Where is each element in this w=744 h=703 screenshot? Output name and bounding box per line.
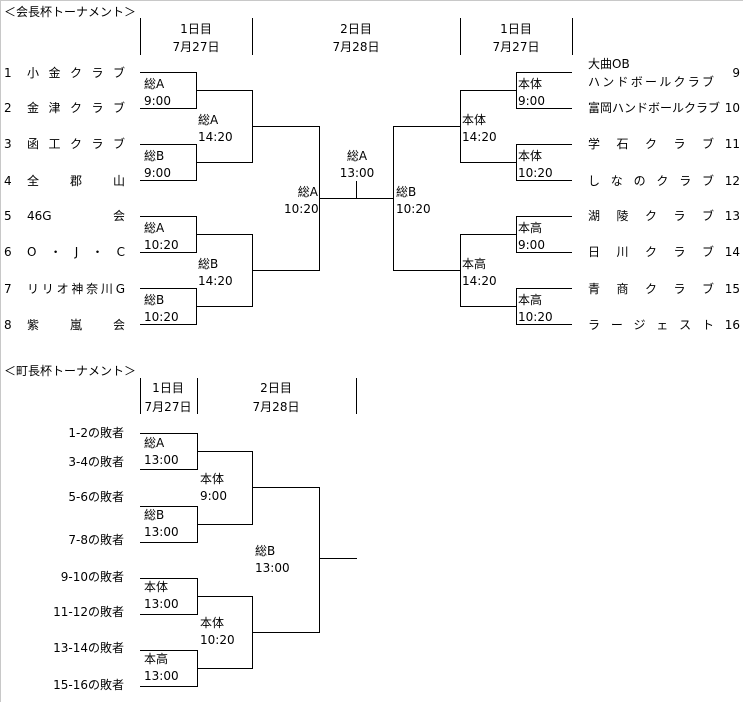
match-venue: 総A — [144, 77, 165, 91]
team-number: 13 — [724, 209, 740, 223]
match-time: 10:20 — [144, 238, 179, 252]
match-time: 10:20 — [144, 310, 179, 324]
match-time: 9:00 — [518, 94, 545, 108]
team-name: 全郡山 — [27, 174, 125, 188]
match-venue: 総A — [144, 221, 165, 235]
header-date: 7月27日 — [492, 40, 540, 54]
team-number: 1 — [4, 66, 12, 80]
loser-entry: 1-2の敗者 — [68, 426, 124, 440]
team-name: ハンドボールクラブ — [588, 75, 714, 89]
match-venue: 総B — [255, 544, 276, 558]
team-name-line1: 大曲OB — [588, 57, 630, 71]
header-date: 7月28日 — [252, 400, 300, 414]
match-time: 9:00 — [518, 238, 545, 252]
team-number: 15 — [724, 282, 740, 296]
header-date: 7月27日 — [144, 400, 192, 414]
match-venue: 本高 — [518, 221, 543, 235]
match-time: 10:20 — [200, 633, 235, 647]
header-day: 2日目 — [260, 381, 292, 395]
team-name: ラージェスト — [588, 318, 714, 332]
match-venue: 本高 — [462, 257, 487, 271]
match-venue: 総B — [396, 185, 417, 199]
team-name: 金津クラブ — [27, 101, 125, 115]
team-name: 小金クラブ — [27, 66, 125, 80]
team-number: 9 — [732, 66, 740, 80]
team-name: 湖陵クラブ — [588, 209, 714, 223]
team-number: 4 — [4, 174, 12, 188]
match-time: 9:00 — [200, 489, 227, 503]
match-venue: 本高 — [518, 293, 543, 307]
team-number: 16 — [724, 318, 740, 332]
team-name: 46G会 — [27, 209, 125, 223]
match-venue: 本体 — [144, 580, 169, 594]
header-day: 1日目 — [500, 22, 532, 36]
team-number: 2 — [4, 101, 12, 115]
match-time: 9:00 — [144, 166, 171, 180]
match-time: 14:20 — [462, 274, 497, 288]
loser-entry: 9-10の敗者 — [60, 570, 124, 584]
match-venue: 総B — [144, 293, 165, 307]
header-day: 2日目 — [340, 22, 372, 36]
match-time: 9:00 — [144, 94, 171, 108]
team-number: 7 — [4, 282, 12, 296]
match-time: 10:20 — [518, 310, 553, 324]
team-number: 11 — [724, 137, 740, 151]
team-name: 日川クラブ — [588, 245, 714, 259]
header-date: 7月27日 — [172, 40, 220, 54]
loser-entry: 7-8の敗者 — [68, 533, 124, 547]
match-time: 14:20 — [198, 274, 233, 288]
match-venue: 総A — [144, 436, 165, 450]
match-venue: 本体 — [200, 616, 225, 630]
loser-entry: 13-14の敗者 — [53, 641, 124, 655]
team-name: リリオ神奈川G — [27, 282, 125, 296]
match-venue: 本体 — [200, 472, 225, 486]
match-venue: 総B — [144, 149, 165, 163]
match-time: 13:00 — [144, 597, 179, 611]
team-number: 10 — [724, 101, 740, 115]
team-name: 富岡ハンドボールクラブ — [588, 101, 721, 115]
team-name: しなのクラブ — [588, 174, 714, 188]
match-venue: 本体 — [518, 149, 543, 163]
match-time: 13:00 — [144, 525, 179, 539]
header-date: 7月28日 — [332, 40, 380, 54]
team-number: 6 — [4, 245, 12, 259]
loser-entry: 5-6の敗者 — [68, 490, 124, 504]
team-number: 14 — [724, 245, 740, 259]
match-venue: 本高 — [144, 652, 169, 666]
team-name: 函工クラブ — [27, 137, 125, 151]
match-time: 13:00 — [144, 669, 179, 683]
match-time: 13:00 — [339, 166, 375, 180]
match-time: 10:20 — [396, 202, 431, 216]
match-venue: 総B — [198, 257, 219, 271]
match-venue: 総B — [144, 508, 165, 522]
loser-entry: 15-16の敗者 — [53, 678, 124, 692]
match-venue: 総A — [198, 113, 219, 127]
team-number: 12 — [724, 174, 740, 188]
match-time: 14:20 — [198, 130, 233, 144]
match-venue: 本体 — [462, 113, 487, 127]
loser-entry: 3-4の敗者 — [68, 455, 124, 469]
match-time: 13:00 — [255, 561, 290, 575]
match-time: 10:20 — [284, 202, 319, 216]
match-time: 14:20 — [462, 130, 497, 144]
match-time: 10:20 — [518, 166, 553, 180]
loser-entry: 11-12の敗者 — [53, 605, 124, 619]
match-venue: 総A — [346, 149, 368, 163]
team-name: 青商クラブ — [588, 282, 714, 296]
chocho-title: ＜町長杯トーナメント＞ — [4, 364, 137, 378]
team-number: 8 — [4, 318, 12, 332]
match-time: 13:00 — [144, 453, 179, 467]
header-day: 1日目 — [180, 22, 212, 36]
match-venue: 本体 — [518, 77, 543, 91]
team-number: 5 — [4, 209, 12, 223]
team-name: O・J・C — [27, 245, 125, 259]
team-name: 紫嵐会 — [27, 318, 125, 332]
header-day: 1日目 — [152, 381, 184, 395]
team-name: 学石クラブ — [588, 137, 714, 151]
kaicho-title: ＜会長杯トーナメント＞ — [4, 5, 137, 19]
team-number: 3 — [4, 137, 12, 151]
match-venue: 総A — [297, 185, 318, 199]
